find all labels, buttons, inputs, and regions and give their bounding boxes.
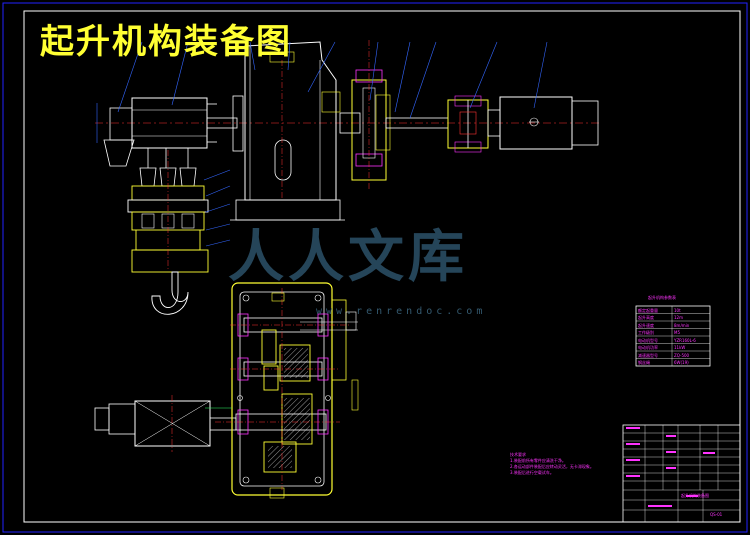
spec-param-value: 6W(19): [674, 360, 689, 365]
spec-param-value: YZR160L-6: [674, 337, 696, 343]
spec-param-name: 起升高度: [638, 315, 654, 320]
hoist-top-view: [95, 40, 600, 221]
title-block-number: QS-01: [710, 512, 723, 517]
spec-param-value: 10t: [674, 307, 681, 313]
note-item: 3.装配后进行空载试车。: [510, 470, 554, 475]
spec-param-name: 钢丝绳: [638, 360, 650, 365]
spec-table-title: 起升机构参数表: [648, 295, 676, 300]
reducer-side: [230, 41, 345, 221]
brake-wheel: [339, 40, 391, 190]
spec-param-name: 电动机型号: [638, 337, 658, 343]
gear-coupling: [447, 95, 489, 153]
inner-frame: [23, 10, 741, 523]
spec-param-name: 起升速度: [638, 322, 654, 328]
spec-param-name: 额定起重量: [638, 307, 658, 313]
spec-param-value: M5: [674, 330, 680, 335]
spec-param-name: 工作级别: [638, 330, 654, 335]
title-block: [622, 424, 741, 523]
spec-param-value: 11kW: [674, 345, 686, 350]
reducer-plan-view: [94, 282, 359, 499]
spec-param-value: 12m: [674, 315, 683, 320]
title-block-name: 起升机构装备图: [681, 493, 709, 498]
drawing-title: 起升机构装备图: [40, 22, 292, 62]
pulley-hook: [127, 148, 231, 315]
spec-param-name: 减速器型号: [638, 352, 658, 358]
note-item: 1.装配前所有零件应清洗干净。: [510, 458, 566, 463]
technical-notes: 技术要求 1.装配前所有零件应清洗干净。 2.各运动部件装配后应转动灵活，无卡滞…: [510, 452, 594, 476]
spec-param-value: ZQ-500: [674, 352, 690, 358]
watermark-text: 人人文库: [228, 224, 468, 290]
hook: [151, 271, 189, 315]
spec-table: [635, 305, 711, 367]
spec-param-value: 8m/min: [674, 322, 690, 328]
notes-heading: 技术要求: [510, 452, 526, 457]
spec-param-name: 电动机功率: [638, 345, 658, 350]
note-item: 2.各运动部件装配后应转动灵活，无卡滞现象。: [510, 464, 594, 469]
watermark-url: www.renrendoc.com: [316, 306, 487, 317]
